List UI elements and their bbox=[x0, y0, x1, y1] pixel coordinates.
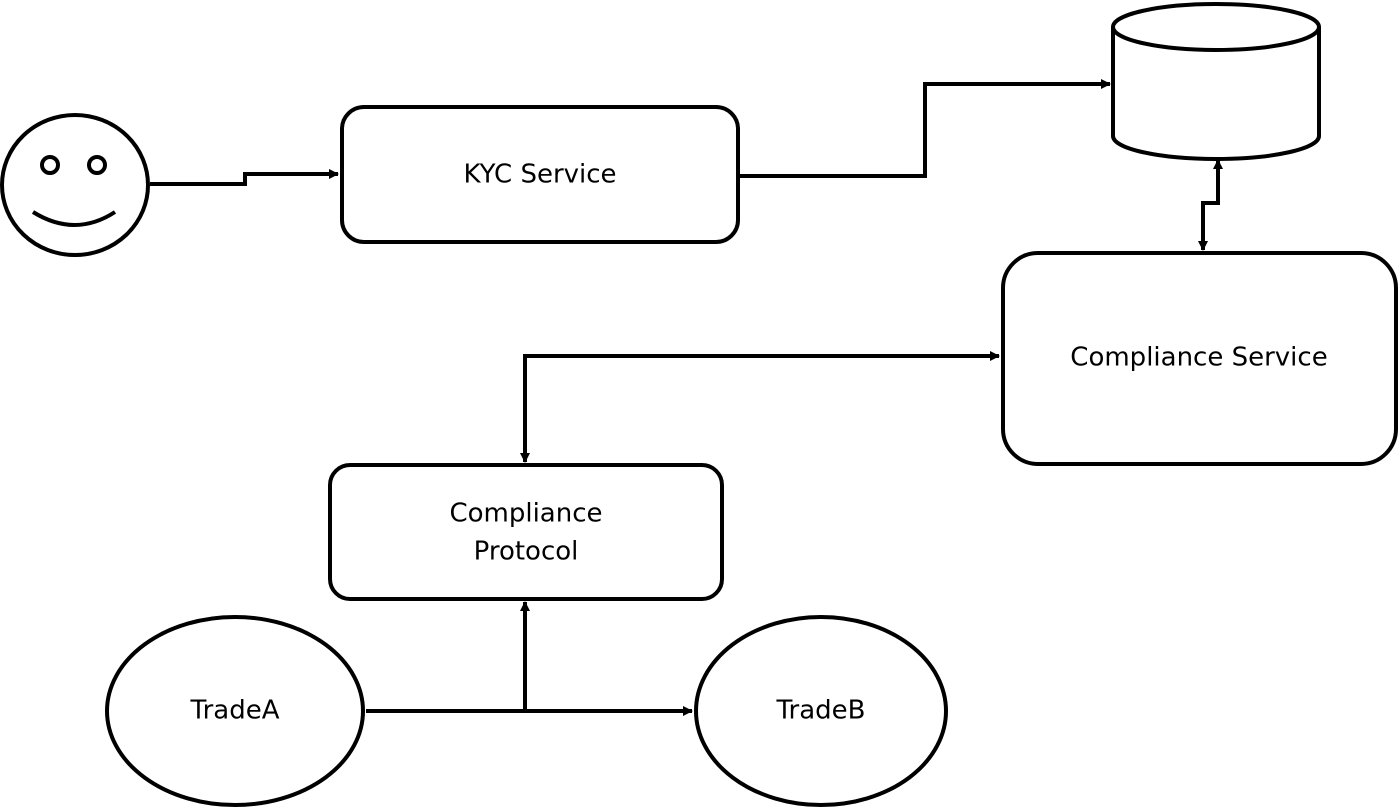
trade-a-node: TradeA bbox=[105, 615, 365, 807]
compliance-service-label: Compliance Service bbox=[1070, 343, 1327, 373]
edge-protocol-compliance-service bbox=[520, 351, 1000, 463]
right-eye bbox=[87, 155, 107, 175]
database-icon bbox=[1111, 2, 1321, 161]
smile bbox=[31, 210, 117, 227]
edge-database-compliance-service bbox=[1198, 159, 1223, 251]
compliance-protocol-node: Compliance Protocol bbox=[328, 463, 724, 601]
user-smiley-icon bbox=[0, 113, 150, 257]
edge-user-to-kyc bbox=[150, 169, 339, 186]
compliance-protocol-label-line-2: Protocol bbox=[474, 537, 579, 567]
compliance-service-node: Compliance Service bbox=[1001, 251, 1398, 466]
trade-b-label: TradeB bbox=[775, 696, 865, 726]
left-eye bbox=[40, 155, 60, 175]
kyc-service-label: KYC Service bbox=[463, 160, 616, 190]
trade-b-node: TradeB bbox=[694, 615, 948, 807]
trade-a-label: TradeA bbox=[190, 696, 280, 726]
kyc-service-node: KYC Service bbox=[340, 105, 740, 244]
edge-kyc-to-database bbox=[738, 79, 1111, 178]
compliance-protocol-label-line-1: Compliance bbox=[449, 499, 602, 529]
